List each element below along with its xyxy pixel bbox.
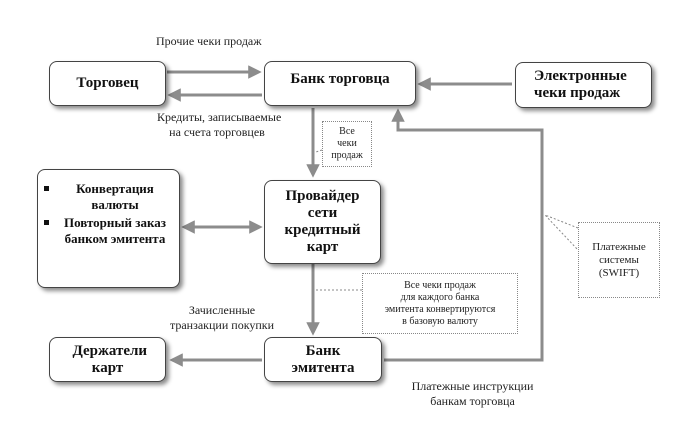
note-connector-payment-systems [544, 214, 579, 251]
note-payment-systems: Платежные системы (SWIFT) [578, 222, 660, 298]
payment-instructions-line2: банкам торговца [430, 394, 515, 408]
network-provider-box: Провайдер сети кредитный карт [264, 180, 381, 264]
credited-label: Зачисленные транзакции покупки [168, 303, 276, 333]
issuer-bank-box: Банк эмитента [264, 337, 382, 382]
conversion-item-reorder: Повторный заказ банком эмитента [40, 215, 170, 247]
cardholders-box: Держатели карт [49, 337, 166, 382]
note-all-receipts-line3: продаж [331, 150, 363, 161]
other-receipts-label: Прочие чеки продаж [156, 34, 262, 48]
credits-label-line2: на счета торговцев [169, 125, 265, 139]
conversion-box: Конвертация валюты Повторный заказ банко… [37, 169, 180, 288]
note-per-issuer-line2: для каждого банка [400, 291, 480, 303]
arrow-issuer-to-merchant-bank [384, 108, 544, 362]
network-provider-label: Провайдер сети кредитный карт [284, 188, 361, 255]
credits-label-line1: Кредиты, записываемые [157, 110, 282, 124]
merchant-bank-label: Банк торговца [290, 71, 390, 87]
credits-label: Кредиты, записываемые на счета торговцев [157, 110, 282, 140]
electronic-receipts-box: Электронные чеки продаж [515, 62, 652, 108]
conversion-item-currency: Конвертация валюты [40, 181, 170, 213]
note-payment-systems-line3: (SWIFT) [598, 266, 640, 279]
note-all-receipts: Все чеки продаж [322, 121, 372, 167]
merchant-bank-box: Банк торговца [264, 61, 416, 106]
note-payment-systems-line2: системы [599, 253, 639, 266]
merchant-label: Торговец [76, 75, 139, 91]
note-per-issuer-line1: Все чеки продаж [404, 279, 476, 291]
note-all-receipts-line2: чеки [337, 138, 357, 149]
note-per-issuer: Все чеки продаж для каждого банка эмитен… [362, 273, 518, 334]
conversion-list: Конвертация валюты Повторный заказ банко… [40, 181, 170, 249]
credited-label-line2: транзакции покупки [169, 318, 275, 332]
cardholders-label: Держатели карт [72, 342, 148, 376]
payment-instructions-line1: Платежные инструкции [411, 379, 534, 393]
merchant-box: Торговец [49, 61, 166, 106]
note-connector-all-receipts [315, 149, 323, 153]
note-payment-systems-line1: Платежные [592, 240, 646, 253]
credited-label-line1: Зачисленные [188, 303, 256, 317]
electronic-receipts-label: Электронные чеки продаж [534, 68, 627, 101]
payment-instructions-label: Платежные инструкции банкам торговца [400, 379, 545, 409]
note-per-issuer-line3: эмитента конвертируются [384, 303, 496, 315]
issuer-bank-label: Банк эмитента [291, 342, 355, 376]
note-per-issuer-line4: в базовую валюту [402, 315, 478, 327]
note-all-receipts-line1: Все [339, 126, 355, 137]
